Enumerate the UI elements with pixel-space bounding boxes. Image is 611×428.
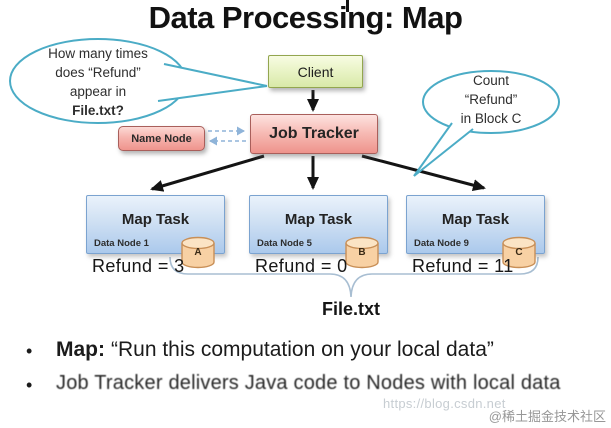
cylinder-icon [181, 236, 215, 269]
block-cylinder-b: B [343, 236, 381, 270]
watermark-url: https://blog.csdn.net [383, 396, 506, 411]
right-callout-bubble [413, 70, 560, 177]
file-brace [169, 256, 539, 298]
callout-line: “Refund” [464, 92, 518, 107]
bullet-text: Map: “Run this computation on your local … [56, 338, 494, 364]
job-tracker-label: Job Tracker [269, 125, 359, 142]
bullet-body: “Run this computation on your local data… [111, 338, 494, 361]
left-callout-bubble [9, 38, 268, 124]
top-crop-line [346, 0, 349, 12]
data-node-label: Data Node 9 [414, 238, 469, 249]
block-label: C [515, 247, 523, 258]
arrow-jobtracker-to-map1 [150, 154, 265, 192]
bullet-dot: • [26, 375, 33, 395]
file-label: File.txt [321, 299, 380, 319]
map-task-title: Map Task [121, 211, 190, 228]
bullet-jobtracker: • Job Tracker delivers Java code to Node… [26, 372, 606, 398]
refund-result-2: Refund = 0 [255, 256, 348, 276]
watermark-badge: @稀土掘金技术社区 [488, 409, 606, 424]
right-callout-text: Count “Refund” in Block C [432, 71, 550, 128]
client-label: Client [297, 63, 334, 80]
block-label: A [194, 247, 202, 258]
block-label: B [358, 247, 366, 258]
map-task-title: Map Task [441, 211, 510, 228]
callout-line: How many times [48, 46, 148, 61]
client-node: Client [268, 55, 363, 88]
name-node: Name Node [118, 126, 205, 151]
refund-result-1: Refund = 3 [92, 256, 185, 276]
callout-line: Count [472, 73, 510, 88]
page-title: Data Processing: Map [148, 0, 463, 35]
bullet-map: • Map: “Run this computation on your loca… [26, 338, 606, 364]
data-node-label: Data Node 1 [94, 238, 149, 249]
callout-line: does “Refund” [55, 65, 141, 80]
callout-line: File.txt? [72, 103, 124, 118]
cylinder-icon [345, 236, 379, 269]
refund-result-3: Refund = 11 [412, 256, 514, 276]
map-task-title: Map Task [284, 211, 353, 228]
bullet-dot: • [26, 341, 33, 361]
arrow-jobtracker-to-map3 [361, 154, 486, 192]
bullet-lead: Map: [56, 338, 105, 361]
cylinder-icon [502, 236, 536, 269]
callout-line: appear in [69, 84, 127, 99]
job-tracker-node: Job Tracker [250, 114, 378, 154]
data-node-label: Data Node 5 [257, 238, 312, 249]
block-cylinder-a: A [179, 236, 217, 270]
block-cylinder-c: C [500, 236, 538, 270]
callout-line: in Block C [460, 111, 522, 126]
left-callout-text: How many times does “Refund” appear in F… [18, 44, 178, 120]
name-node-label: Name Node [131, 132, 192, 145]
bullet-body: Job Tracker delivers Java code to Nodes … [56, 372, 561, 394]
